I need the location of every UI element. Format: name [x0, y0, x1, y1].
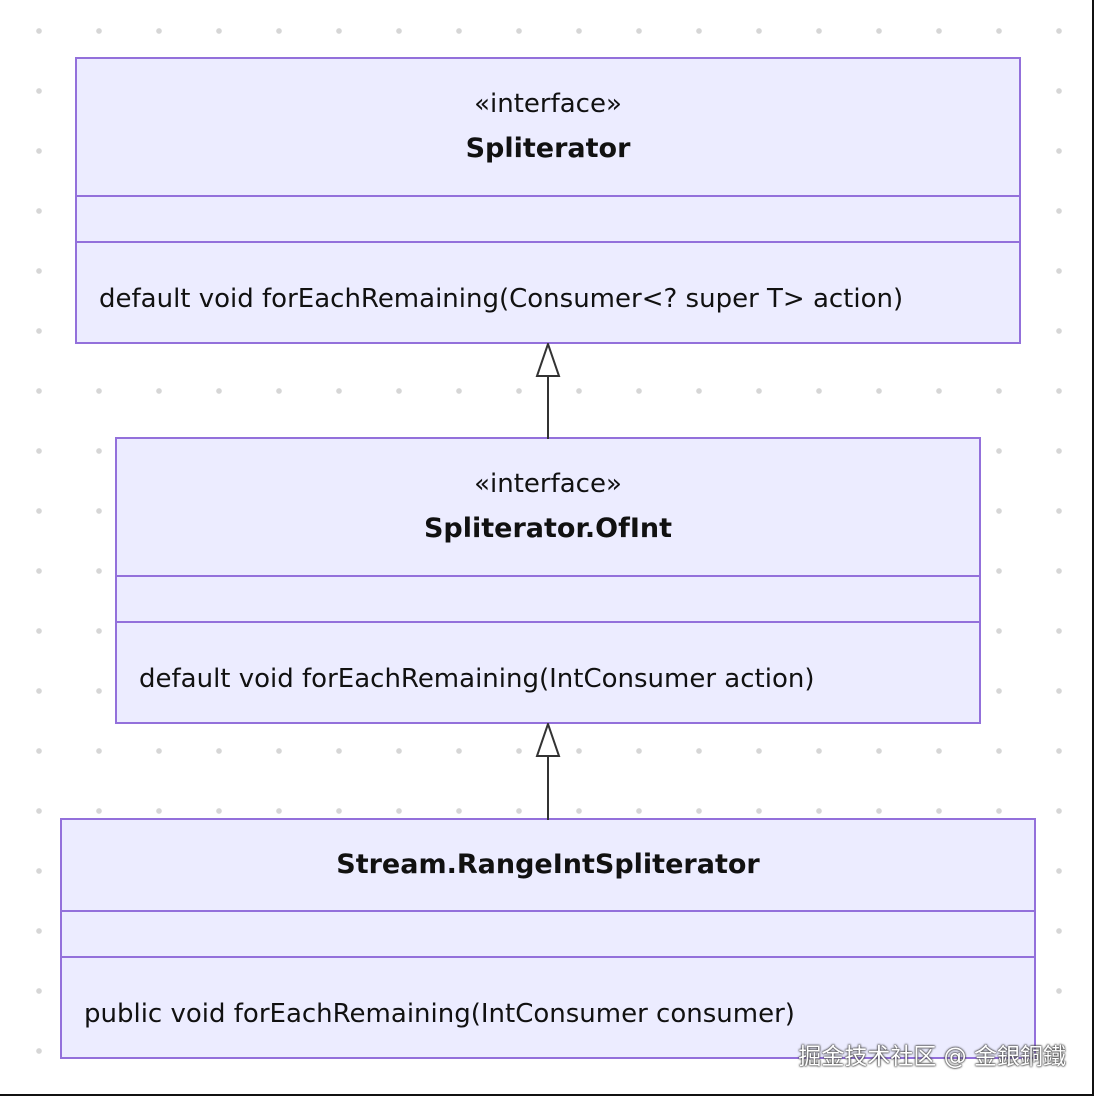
class-name: Spliterator — [465, 133, 631, 164]
class-name: Spliterator.OfInt — [423, 513, 673, 544]
attributes-divider — [77, 195, 1019, 197]
class-name: Stream.RangeIntSpliterator — [336, 849, 760, 880]
methods-divider — [62, 956, 1034, 958]
class-stream-rangeintspliterator[interactable]: Stream.RangeIntSpliterator public void f… — [60, 818, 1036, 1059]
class-spliterator[interactable]: «interface» Spliterator default void for… — [75, 57, 1021, 344]
inheritance-arrow-range-to-ofint — [535, 723, 561, 820]
method-for-each-remaining: default void forEachRemaining(Consumer<?… — [99, 284, 904, 314]
watermark: 掘金技术社区 @ 金銀銅鐵 — [798, 1044, 1066, 1070]
class-header: «interface» Spliterator — [77, 59, 1019, 195]
class-stereotype: «interface» — [474, 469, 622, 499]
frame-edge-right — [1092, 0, 1094, 1096]
method-for-each-remaining: default void forEachRemaining(IntConsume… — [139, 664, 815, 694]
attributes-divider — [62, 910, 1034, 912]
methods-divider — [77, 241, 1019, 243]
class-header: «interface» Spliterator.OfInt — [117, 439, 979, 575]
method-for-each-remaining: public void forEachRemaining(IntConsumer… — [84, 999, 795, 1029]
inheritance-arrow-ofint-to-spliterator — [535, 343, 561, 439]
class-stereotype: «interface» — [474, 89, 622, 119]
class-spliterator-ofint[interactable]: «interface» Spliterator.OfInt default vo… — [115, 437, 981, 724]
attributes-divider — [117, 575, 979, 577]
class-header: Stream.RangeIntSpliterator — [62, 820, 1034, 910]
methods-divider — [117, 621, 979, 623]
frame-edge-bottom — [0, 1094, 1094, 1096]
